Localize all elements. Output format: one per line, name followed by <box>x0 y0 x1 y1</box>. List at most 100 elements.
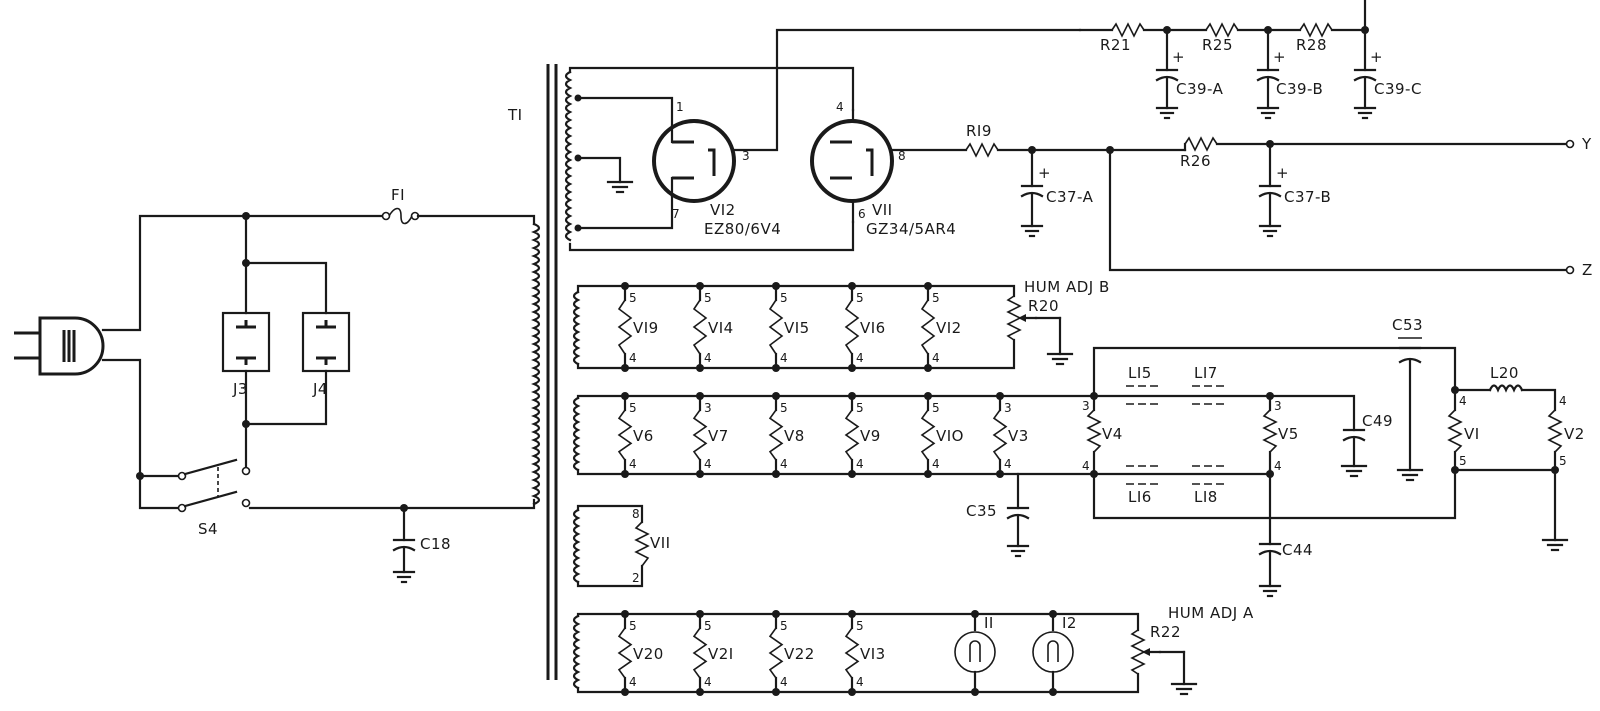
svg-text:5: 5 <box>856 401 864 415</box>
choke-l18 <box>1192 465 1226 485</box>
capacitor-c37b <box>1258 142 1282 238</box>
label-l20: L20 <box>1490 364 1519 382</box>
resistor-r21 <box>1111 22 1145 38</box>
label-c18: C18 <box>420 535 451 553</box>
svg-text:4: 4 <box>856 351 864 365</box>
svg-text:3: 3 <box>704 401 712 415</box>
svg-text:5: 5 <box>704 291 712 305</box>
svg-text:4: 4 <box>932 457 940 471</box>
label-c44: C44 <box>1282 541 1313 559</box>
output-y: Y <box>1581 135 1592 153</box>
svg-text:V7: V7 <box>708 427 729 445</box>
heater-vi3: 5 4 VI3 <box>844 610 886 696</box>
tube-v12 <box>652 119 736 203</box>
label-r25: R25 <box>1202 36 1233 54</box>
svg-text:V6: V6 <box>633 427 654 445</box>
label-t1: TI <box>507 106 523 124</box>
label-v11: VII <box>872 201 893 219</box>
outlet-j4 <box>301 311 351 373</box>
label-r20: R20 <box>1028 297 1059 315</box>
svg-text:4: 4 <box>856 457 864 471</box>
svg-text:4: 4 <box>780 457 788 471</box>
svg-text:2: 2 <box>632 571 640 585</box>
svg-text:4: 4 <box>856 675 864 689</box>
transformer-core <box>546 64 558 680</box>
capacitor-c53 <box>1396 346 1424 482</box>
label-c35: C35 <box>966 502 997 520</box>
resistor-r19 <box>965 142 999 158</box>
output-z: Z <box>1582 261 1593 279</box>
hv-secondary-coil <box>564 70 573 242</box>
heater-coil-3 <box>572 508 581 584</box>
label-l15: LI5 <box>1128 364 1152 382</box>
label-v1: VI <box>1464 425 1480 443</box>
heater-vi6: 5 4 VI6 <box>844 282 886 372</box>
svg-text:4: 4 <box>1559 394 1567 408</box>
label-c39c: C39-C <box>1374 80 1422 98</box>
svg-text:5: 5 <box>629 401 637 415</box>
svg-text:5: 5 <box>932 291 940 305</box>
svg-text:3: 3 <box>742 149 750 163</box>
svg-text:+: + <box>1172 48 1185 66</box>
potentiometer-r22 <box>1130 629 1198 696</box>
capacitor-c39b <box>1256 28 1280 120</box>
svg-text:5: 5 <box>780 291 788 305</box>
label-s4: S4 <box>198 520 218 538</box>
label-r22: R22 <box>1150 623 1181 641</box>
svg-text:5: 5 <box>1459 454 1467 468</box>
svg-text:4: 4 <box>629 351 637 365</box>
label-v11-type: GZ34/5AR4 <box>866 220 956 238</box>
label-r19: RI9 <box>966 122 992 140</box>
label-hum-adj-b: HUM ADJ B <box>1024 278 1110 296</box>
svg-text:4: 4 <box>780 675 788 689</box>
capacitor-c35 <box>1006 472 1030 558</box>
label-v2: V2 <box>1564 425 1585 443</box>
ground-v2 <box>1541 538 1569 552</box>
label-c49: C49 <box>1362 412 1393 430</box>
label-i1: II <box>984 614 994 632</box>
label-f1: FI <box>391 186 405 204</box>
svg-text:V22: V22 <box>784 645 815 663</box>
svg-text:3: 3 <box>1274 399 1282 413</box>
label-hum-adj-a: HUM ADJ A <box>1168 604 1254 622</box>
heater-v22: 5 4 V22 <box>768 610 815 696</box>
capacitor-c49 <box>1340 428 1368 478</box>
svg-text:VI2: VI2 <box>936 319 962 337</box>
svg-text:5: 5 <box>629 291 637 305</box>
svg-text:3: 3 <box>1082 399 1090 413</box>
label-r28: R28 <box>1296 36 1327 54</box>
svg-text:VI3: VI3 <box>860 645 886 663</box>
label-l17: LI7 <box>1194 364 1218 382</box>
switch-s4 <box>177 458 251 513</box>
label-r21: R21 <box>1100 36 1131 54</box>
svg-text:4: 4 <box>629 457 637 471</box>
svg-text:5: 5 <box>704 619 712 633</box>
svg-text:8: 8 <box>632 507 640 521</box>
svg-text:5: 5 <box>1559 454 1567 468</box>
svg-text:VI6: VI6 <box>860 319 886 337</box>
svg-text:+: + <box>1276 164 1289 182</box>
svg-text:6: 6 <box>858 207 866 221</box>
choke-l15 <box>1126 385 1160 405</box>
svg-text:3: 3 <box>1004 401 1012 415</box>
svg-text:5: 5 <box>856 619 864 633</box>
inductor-l20 <box>1453 384 1557 412</box>
label-c53: C53 <box>1392 316 1423 334</box>
svg-text:4: 4 <box>1459 394 1467 408</box>
svg-text:5: 5 <box>629 619 637 633</box>
svg-text:5: 5 <box>780 619 788 633</box>
choke-l17 <box>1192 385 1226 405</box>
label-v12: VI2 <box>710 201 736 219</box>
resistor-r26 <box>1184 136 1218 152</box>
outlet-j3 <box>221 311 271 373</box>
ground-v12 <box>606 180 634 194</box>
svg-text:5: 5 <box>856 291 864 305</box>
heater-coil-1 <box>572 290 581 366</box>
resistor-r28 <box>1299 22 1333 38</box>
